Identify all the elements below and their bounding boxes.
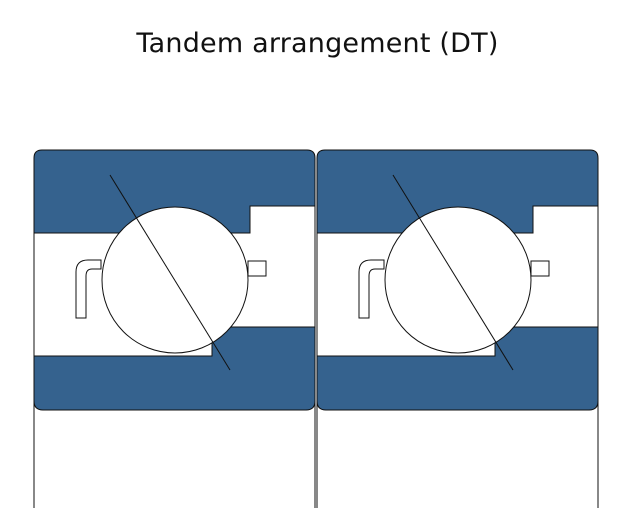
bearing-left [33, 149, 316, 509]
diagram-title: Tandem arrangement (DT) [136, 28, 499, 59]
bearing-right [316, 149, 599, 509]
